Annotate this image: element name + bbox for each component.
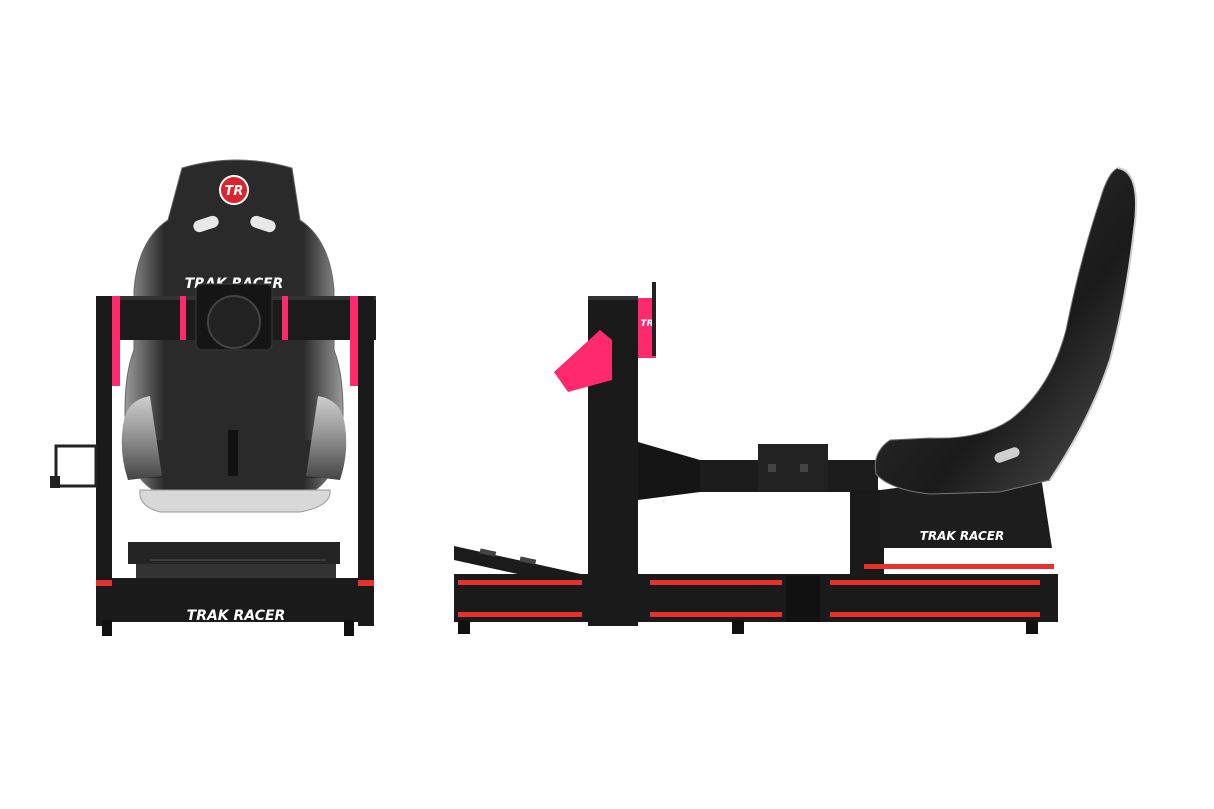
side-slider-brand-text: TRAK RACER (920, 529, 1005, 543)
side-pedal-slot-2 (519, 556, 537, 565)
front-base-brand-text: TRAK RACER (187, 608, 286, 624)
side-foot-3 (1026, 620, 1038, 634)
side-base-red-2 (458, 612, 582, 617)
front-seat-bolster-left (121, 396, 162, 480)
front-upright-left (96, 296, 112, 626)
front-seat-base (139, 489, 331, 513)
harness-slot-left (193, 215, 219, 233)
wheel-mount-hub (207, 295, 261, 349)
front-foot-right (344, 620, 354, 636)
side-base-red-4 (650, 612, 782, 617)
side-view: TR TRAK RACER (454, 167, 1137, 634)
side-pink-bracket (554, 330, 612, 392)
front-base (96, 578, 374, 622)
front-side-mount-foot (50, 476, 60, 488)
side-base-red-5 (830, 580, 1040, 585)
side-upright-top (588, 296, 638, 300)
side-seat-belt-slot (994, 447, 1020, 463)
front-view: TR TRAK RACER TRAK RAC (50, 159, 376, 636)
front-pedal-tray (128, 542, 340, 564)
side-bracket-logo-text: TR (640, 319, 653, 329)
side-seat-edge (1049, 167, 1137, 481)
front-pedal-deck (136, 564, 336, 580)
front-pink-bracket-left (112, 296, 120, 386)
side-pedal-slot-1 (479, 548, 497, 557)
side-base-red-7 (864, 564, 1054, 569)
side-arm-bolt-1 (768, 464, 776, 472)
side-foot-1 (458, 620, 470, 634)
front-base-red-left (96, 580, 112, 586)
side-base-red-6 (830, 612, 1040, 617)
side-foot-2 (732, 620, 744, 634)
front-seat-bolster-right (306, 396, 347, 480)
side-arm-bolt-2 (800, 464, 808, 472)
front-foot-left (102, 620, 112, 636)
front-pink-crossbar-left (180, 296, 186, 340)
side-bracket-rod (652, 282, 656, 356)
front-base-red-right (358, 580, 374, 586)
side-base-red-3 (650, 580, 782, 585)
side-base-joint (786, 576, 820, 622)
front-side-mount (54, 444, 98, 488)
seat-logo-text: TR (225, 184, 244, 199)
front-seat-belt (228, 430, 238, 476)
side-diagonal-strut (638, 442, 700, 500)
front-upright-right (358, 296, 374, 626)
front-pink-crossbar-right (282, 296, 288, 340)
harness-slot-right (250, 215, 276, 233)
side-base-red-1 (458, 580, 582, 585)
side-seat-shell (874, 167, 1137, 495)
side-seat-support (850, 490, 884, 576)
seat-logo (219, 175, 249, 205)
front-pink-bracket-right (350, 296, 358, 386)
side-pink-plate (638, 298, 656, 358)
